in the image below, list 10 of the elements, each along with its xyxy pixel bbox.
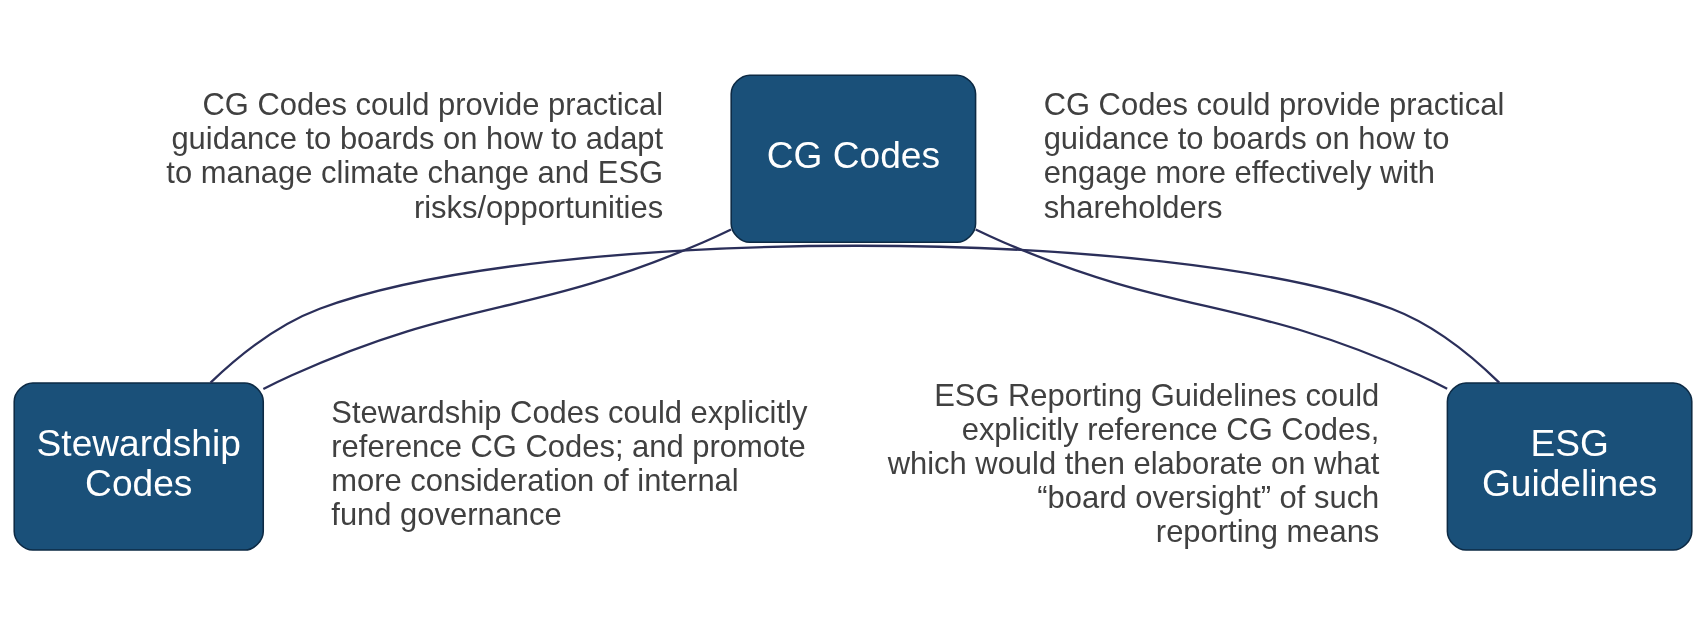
node-box: Stewardship Codes [13,382,265,551]
node-label: Stewardship Codes could explicitly reference CG Codes; and promote more consideration of internal fund governance [331,395,808,533]
node-label: CG Codes could provide practical guidance to boards on how to engage more effectively with shareholders [1043,87,1505,225]
node-box: CG Codes [730,74,977,244]
node-label: ESG Reporting Guidelines could explicitly reference CG Codes, which would then elaborate on what “board oversight” of such reporting means [887,378,1380,550]
node-box: ESG Guidelines [1446,382,1693,551]
node-label: CG Codes could provide practical guidance to boards on how to adapt to manage climate change and ESG risks/opportunities [166,87,664,225]
connector [262,228,732,391]
connector [975,228,1448,390]
connector [209,244,1500,384]
